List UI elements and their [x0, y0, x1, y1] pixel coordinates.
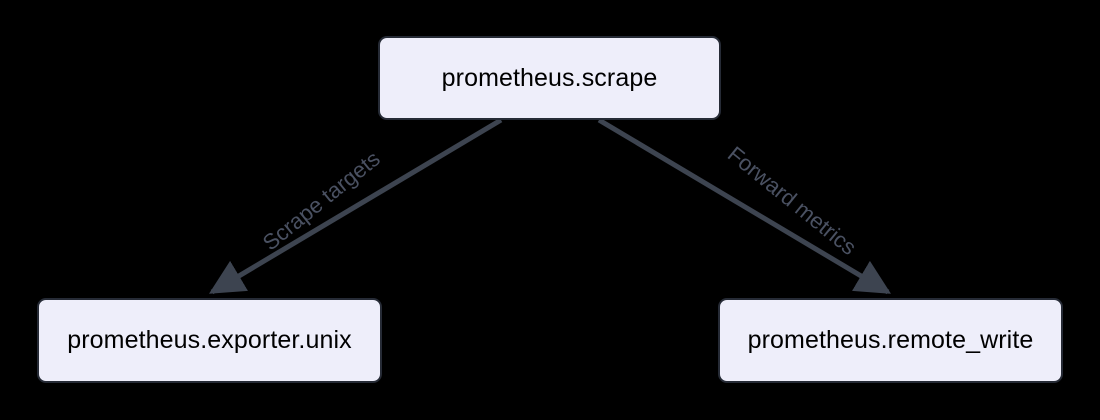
edge-label-scrape-targets: Scrape targets: [257, 145, 385, 256]
node-label: prometheus.remote_write: [747, 326, 1034, 354]
node-prometheus-exporter-unix[interactable]: prometheus.exporter.unix: [37, 298, 382, 383]
node-label: prometheus.scrape: [441, 63, 658, 92]
edge-scrape-to-exporter: [208, 117, 503, 295]
edge-label-forward-metrics: Forward metrics: [723, 141, 862, 260]
node-prometheus-remote-write[interactable]: prometheus.remote_write: [718, 298, 1063, 383]
node-prometheus-scrape[interactable]: prometheus.scrape: [378, 36, 721, 120]
node-label: prometheus.exporter.unix: [67, 326, 352, 354]
